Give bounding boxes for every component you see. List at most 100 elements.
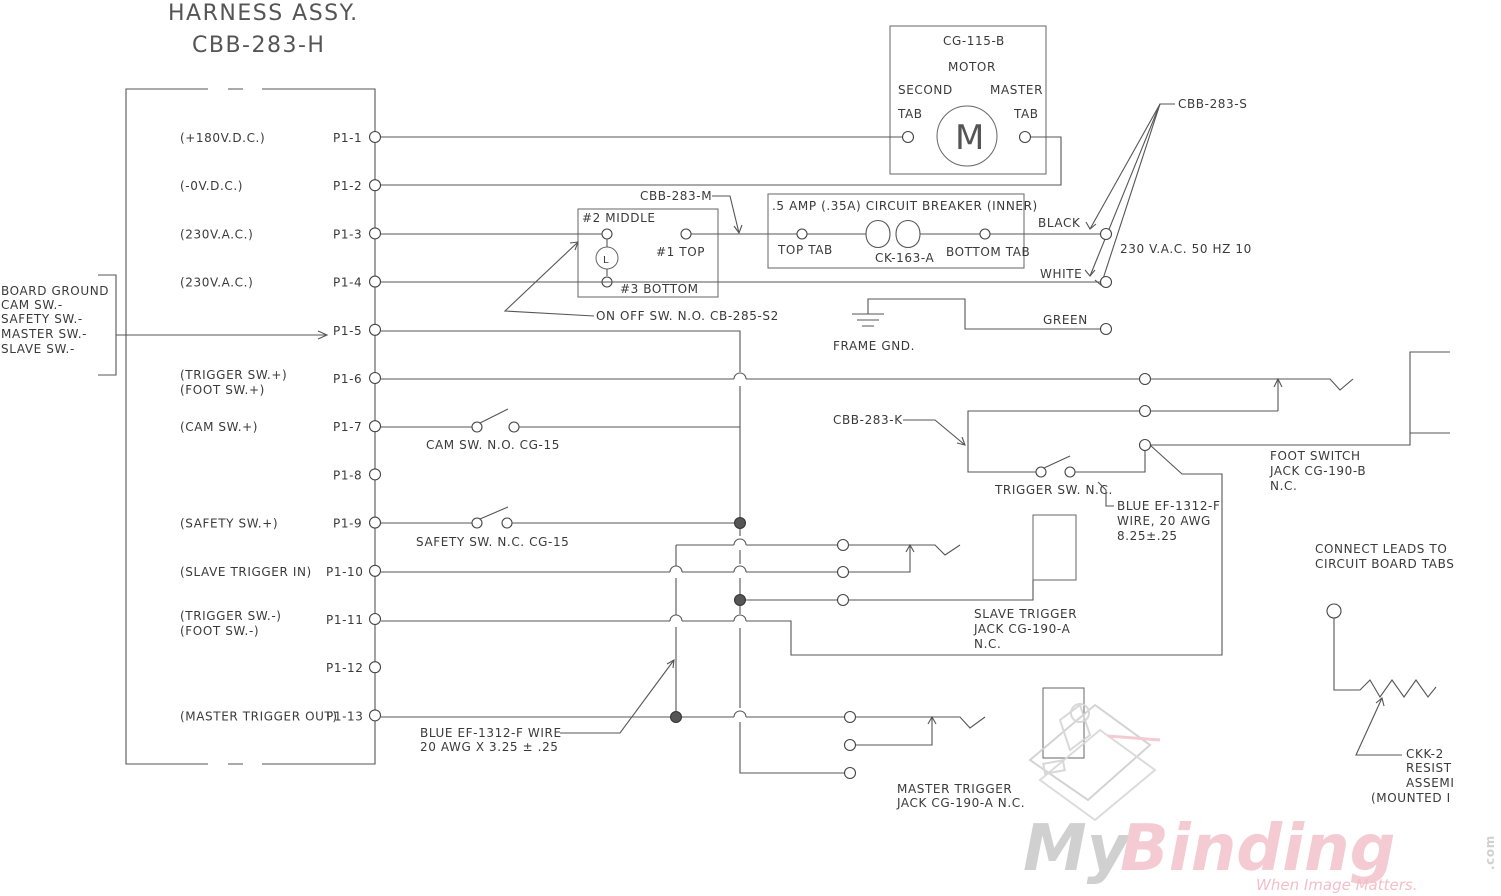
slave-trigger-line-1: SLAVE TRIGGER (974, 607, 1077, 621)
cam-switch-label: CAM SW. N.O. CG-15 (426, 438, 560, 452)
board-ground-line-2: CAM SW.- (1, 298, 63, 312)
pin-signal-label: (MASTER TRIGGER OUT) (180, 709, 338, 723)
title-line-1: HARNESS ASSY. (168, 1, 359, 26)
cbb-283-s-label: CBB-283-S (1178, 97, 1247, 111)
logo-dotcom-text: .com (1483, 835, 1497, 870)
pin-label: P1-7 (333, 420, 362, 434)
voltage-label: 230 V.A.C. 50 HZ 10 (1120, 242, 1252, 256)
pin-terminal (368, 564, 382, 577)
switch-middle-label: #2 MIDDLE (582, 211, 656, 225)
black-wire-label: BLACK (1038, 216, 1081, 230)
pin-label: P1-9 (333, 517, 362, 531)
pin-terminal (368, 179, 382, 192)
master-trigger-line-1: MASTER TRIGGER (897, 782, 1012, 796)
pin-label: P1-13 (326, 709, 363, 723)
pin-terminal (368, 323, 382, 336)
pin-signal-label: (+180V.D.C.) (180, 131, 265, 145)
logo-my-text: My (1023, 812, 1131, 886)
motor-group: CG-115-B MOTOR SECOND MASTER TAB TAB M (889, 25, 1047, 175)
pin-label: P1-5 (333, 324, 362, 338)
pin-signal-label: (CAM SW.+) (180, 420, 258, 434)
pin-terminal (368, 420, 382, 433)
resistor-line-3: ASSEMI (1406, 776, 1455, 790)
slave-trigger-line-3: N.C. (974, 637, 1001, 651)
pin-label: P1-2 (333, 179, 362, 193)
pin-label: P1-8 (333, 468, 362, 482)
green-wire-label: GREEN (1043, 313, 1088, 327)
motor-master-tab: TAB (1013, 107, 1039, 121)
pin-terminal (368, 516, 382, 529)
blue-wire-2-line-2: 20 AWG X 3.25 ± .25 (420, 740, 559, 754)
pin-row: P1-13(MASTER TRIGGER OUT) (180, 709, 382, 723)
pin-row: P1-5 (333, 323, 382, 338)
pin-terminal (368, 709, 382, 722)
pin-row: P1-11(TRIGGER SW.-)(FOOT SW.-) (180, 609, 382, 638)
on-off-switch-group: #2 MIDDLE #1 TOP #3 BOTTOM L ON OFF SW. … (503, 208, 779, 323)
pin-signal-label: (230V.A.C.) (180, 227, 253, 241)
switch-lamp-symbol: L (603, 255, 609, 266)
pin-label: P1-12 (326, 661, 363, 675)
switch-top-label: #1 TOP (656, 245, 705, 259)
binder-logo-icon (1028, 703, 1161, 822)
pin-terminal (368, 275, 382, 288)
pin-terminal (368, 612, 382, 626)
pin-terminal (368, 371, 382, 385)
cbb-283-s-arrows (1084, 103, 1175, 286)
foot-switch-line-3: N.C. (1270, 479, 1297, 493)
pin-label: P1-11 (326, 613, 363, 627)
master-trigger-line-2: JACK CG-190-A N.C. (896, 796, 1025, 810)
board-ground-line-4: MASTER SW.- (1, 327, 87, 341)
mybinding-watermark-logo: My Binding .com When Image Matters. (1023, 703, 1497, 894)
motor-master-label: MASTER (990, 83, 1043, 97)
resistor-line-2: RESIST (1406, 761, 1452, 775)
cbb-283-k-label: CBB-283-K (833, 413, 903, 427)
pin-row: P1-12 (326, 661, 382, 675)
pin-row: P1-10(SLAVE TRIGGER IN) (180, 564, 382, 579)
blue-wire-1-line-2: WIRE, 20 AWG (1117, 514, 1211, 528)
switch-bottom-label: #3 BOTTOM (620, 282, 699, 296)
foot-switch-line-2: JACK CG-190-B (1269, 464, 1366, 478)
logo-binding-text: Binding (1120, 812, 1395, 886)
pin-row: P1-4 (230V.A.C.) (180, 275, 382, 290)
pin-label: P1-6 (333, 372, 362, 386)
pin-label: P1-10 (326, 565, 363, 579)
switch-part-label: ON OFF SW. N.O. CB-285-S2 (596, 309, 779, 323)
board-ground-line-5: SLAVE SW.- (1, 342, 75, 356)
frame-ground-label: FRAME GND. (833, 339, 915, 353)
pin-row: P1-7 (CAM SW.+) (180, 420, 382, 434)
pin-row: P1-8 (333, 468, 382, 482)
foot-switch-line-1: FOOT SWITCH (1270, 449, 1361, 463)
resistor-line-4: (MOUNTED I (1371, 791, 1451, 805)
pin-label: P1-3 (333, 227, 362, 241)
pin-label: P1-4 (333, 276, 362, 290)
motor-symbol: M (955, 118, 985, 158)
trigger-switch-group: CBB-283-K TRIGGER SW. N.C. (833, 351, 1450, 497)
slave-trigger-line-2: JACK CG-190-A (973, 622, 1071, 636)
breaker-part: CK-163-A (875, 251, 934, 265)
pin-signal-label: (SAFETY SW.+) (180, 517, 278, 531)
breaker-top-tab: TOP TAB (777, 243, 833, 257)
motor-second-tab: TAB (897, 107, 923, 121)
pin-row: P1-2(-0V.D.C.) (180, 179, 382, 193)
pin-row: P1-9 (SAFETY SW.+) (180, 516, 382, 531)
pin-signal-label: (230V.A.C.) (180, 276, 253, 290)
pin-row: P1-6(TRIGGER SW.+)(FOOT SW.+) (180, 368, 382, 397)
circuit-breaker-group: .5 AMP (.35A) CIRCUIT BREAKER (INNER) TO… (767, 193, 1037, 269)
title-line-2: CBB-283-H (192, 33, 325, 58)
pin-signal-label: (TRIGGER SW.+) (180, 368, 287, 382)
pin-list: P1-1(+180V.D.C.) P1-2(-0V.D.C.) P1-3 (230V.… (180, 130, 382, 723)
pin-row: P1-1(+180V.D.C.) (180, 130, 382, 145)
blue-wire-1-line-3: 8.25±.25 (1117, 529, 1178, 543)
safety-switch-label: SAFETY SW. N.C. CG-15 (416, 535, 569, 549)
pin-terminal (368, 227, 382, 240)
resistor-line-1: CKK-2 (1406, 747, 1444, 761)
pin-terminal (368, 130, 382, 144)
motor-part: CG-115-B (943, 34, 1005, 48)
pin-terminal (368, 468, 382, 481)
trigger-switch-label: TRIGGER SW. N.C. (994, 483, 1113, 497)
blue-wire-2-line-1: BLUE EF-1312-F WIRE (420, 726, 562, 740)
breaker-bottom-tab: BOTTOM TAB (946, 245, 1030, 259)
pin-signal-label: (TRIGGER SW.-) (180, 609, 282, 623)
pin-row: P1-3 (230V.A.C.) (180, 227, 382, 241)
